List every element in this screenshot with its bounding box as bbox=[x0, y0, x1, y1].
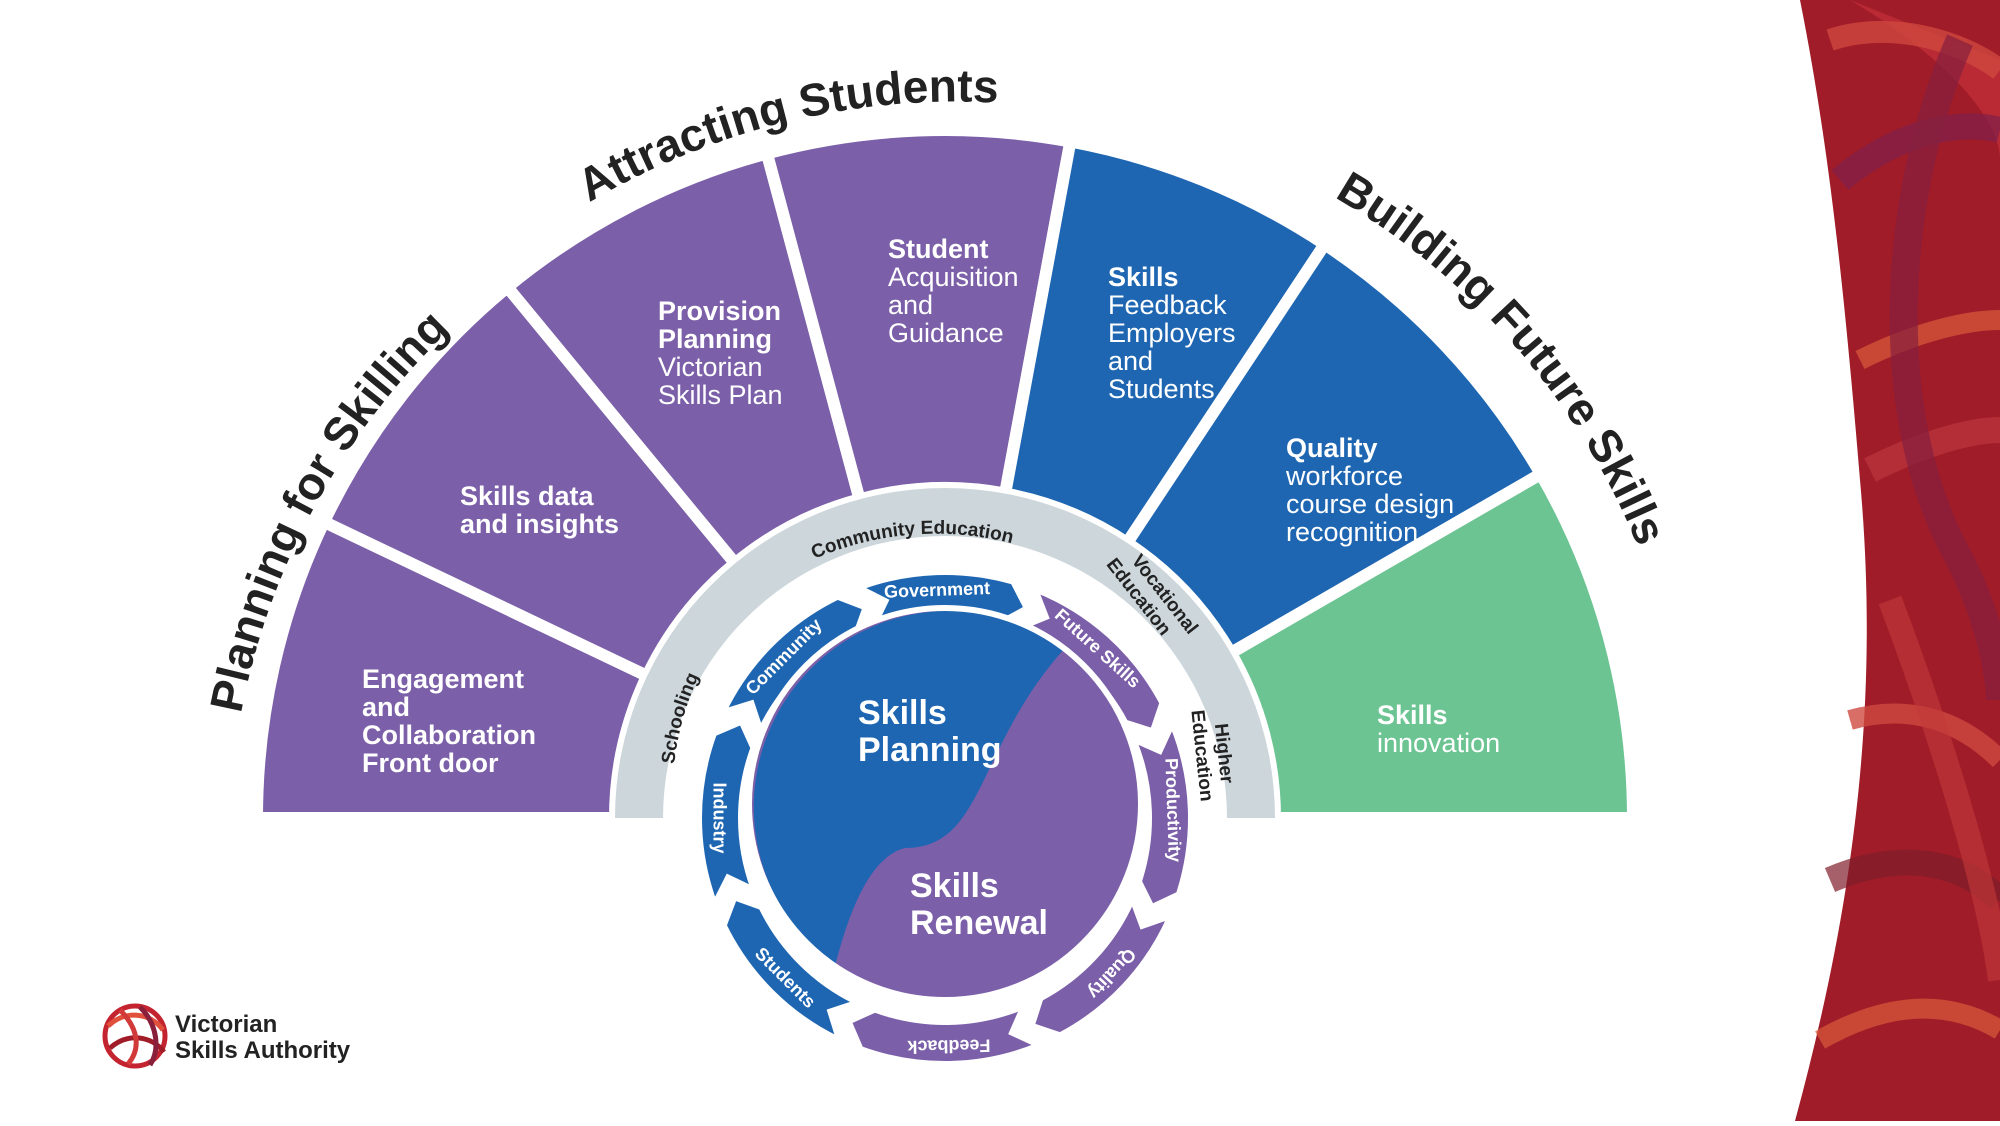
globe-icon bbox=[102, 1003, 168, 1069]
cycle-segment-4 bbox=[847, 1004, 1042, 1065]
segment-bold-line: Collaboration bbox=[362, 720, 536, 750]
segment-bold-line: Student bbox=[888, 234, 989, 264]
segment-bold-line: Planning bbox=[658, 324, 772, 354]
segment-bold-line: Skills data bbox=[460, 481, 595, 511]
segment-bold-line: Engagement bbox=[362, 664, 524, 694]
center-planning-half bbox=[753, 610, 1065, 966]
segment-regular-line: course design bbox=[1286, 489, 1454, 519]
segment-regular-line: Employers bbox=[1108, 318, 1236, 348]
center-outline bbox=[746, 605, 1144, 1003]
decorative-band bbox=[1795, 0, 2000, 1121]
cycle-segment-2 bbox=[1131, 721, 1192, 909]
segment-regular-line: innovation bbox=[1377, 728, 1500, 758]
logo-line2: Skills Authority bbox=[175, 1037, 351, 1064]
segment-bold-line: Skills bbox=[1377, 700, 1448, 730]
segment-regular-line: and bbox=[1108, 346, 1153, 376]
segment-bold-line: Skills bbox=[1108, 262, 1179, 292]
segment-bold-line: Front door bbox=[362, 748, 499, 778]
segment-regular-line: Acquisition bbox=[888, 262, 1019, 292]
segment-regular-line: Victorian bbox=[658, 352, 763, 382]
segment-regular-line: Skills Plan bbox=[658, 380, 783, 410]
segment-bold-line: and insights bbox=[460, 509, 619, 539]
logo-line1: Victorian bbox=[175, 1011, 277, 1038]
cycle-label-6: Industry bbox=[709, 782, 729, 853]
segment-bold-line: and bbox=[362, 692, 410, 722]
segment-bold-line: Provision bbox=[658, 296, 781, 326]
cycle-segment-5 bbox=[722, 896, 861, 1043]
segment-regular-line: recognition bbox=[1286, 517, 1418, 547]
segment-regular-line: and bbox=[888, 290, 933, 320]
segment-regular-line: Feedback bbox=[1108, 290, 1227, 320]
segment-regular-line: Students bbox=[1108, 374, 1215, 404]
vsa-logo: Victorian Skills Authority bbox=[102, 1003, 351, 1069]
segment-regular-line: Guidance bbox=[888, 318, 1004, 348]
cycle-label-4: Feedback bbox=[906, 1035, 990, 1056]
segment-regular-line: workforce bbox=[1285, 461, 1403, 491]
cycle-segment-6 bbox=[698, 720, 756, 907]
cycle-label-2: Productivity bbox=[1161, 758, 1185, 863]
segment-bold-line: Quality bbox=[1286, 433, 1378, 463]
cycle-label-0: Government bbox=[884, 578, 991, 602]
cycle-segment-3 bbox=[1030, 896, 1173, 1037]
education-band bbox=[615, 488, 1275, 818]
